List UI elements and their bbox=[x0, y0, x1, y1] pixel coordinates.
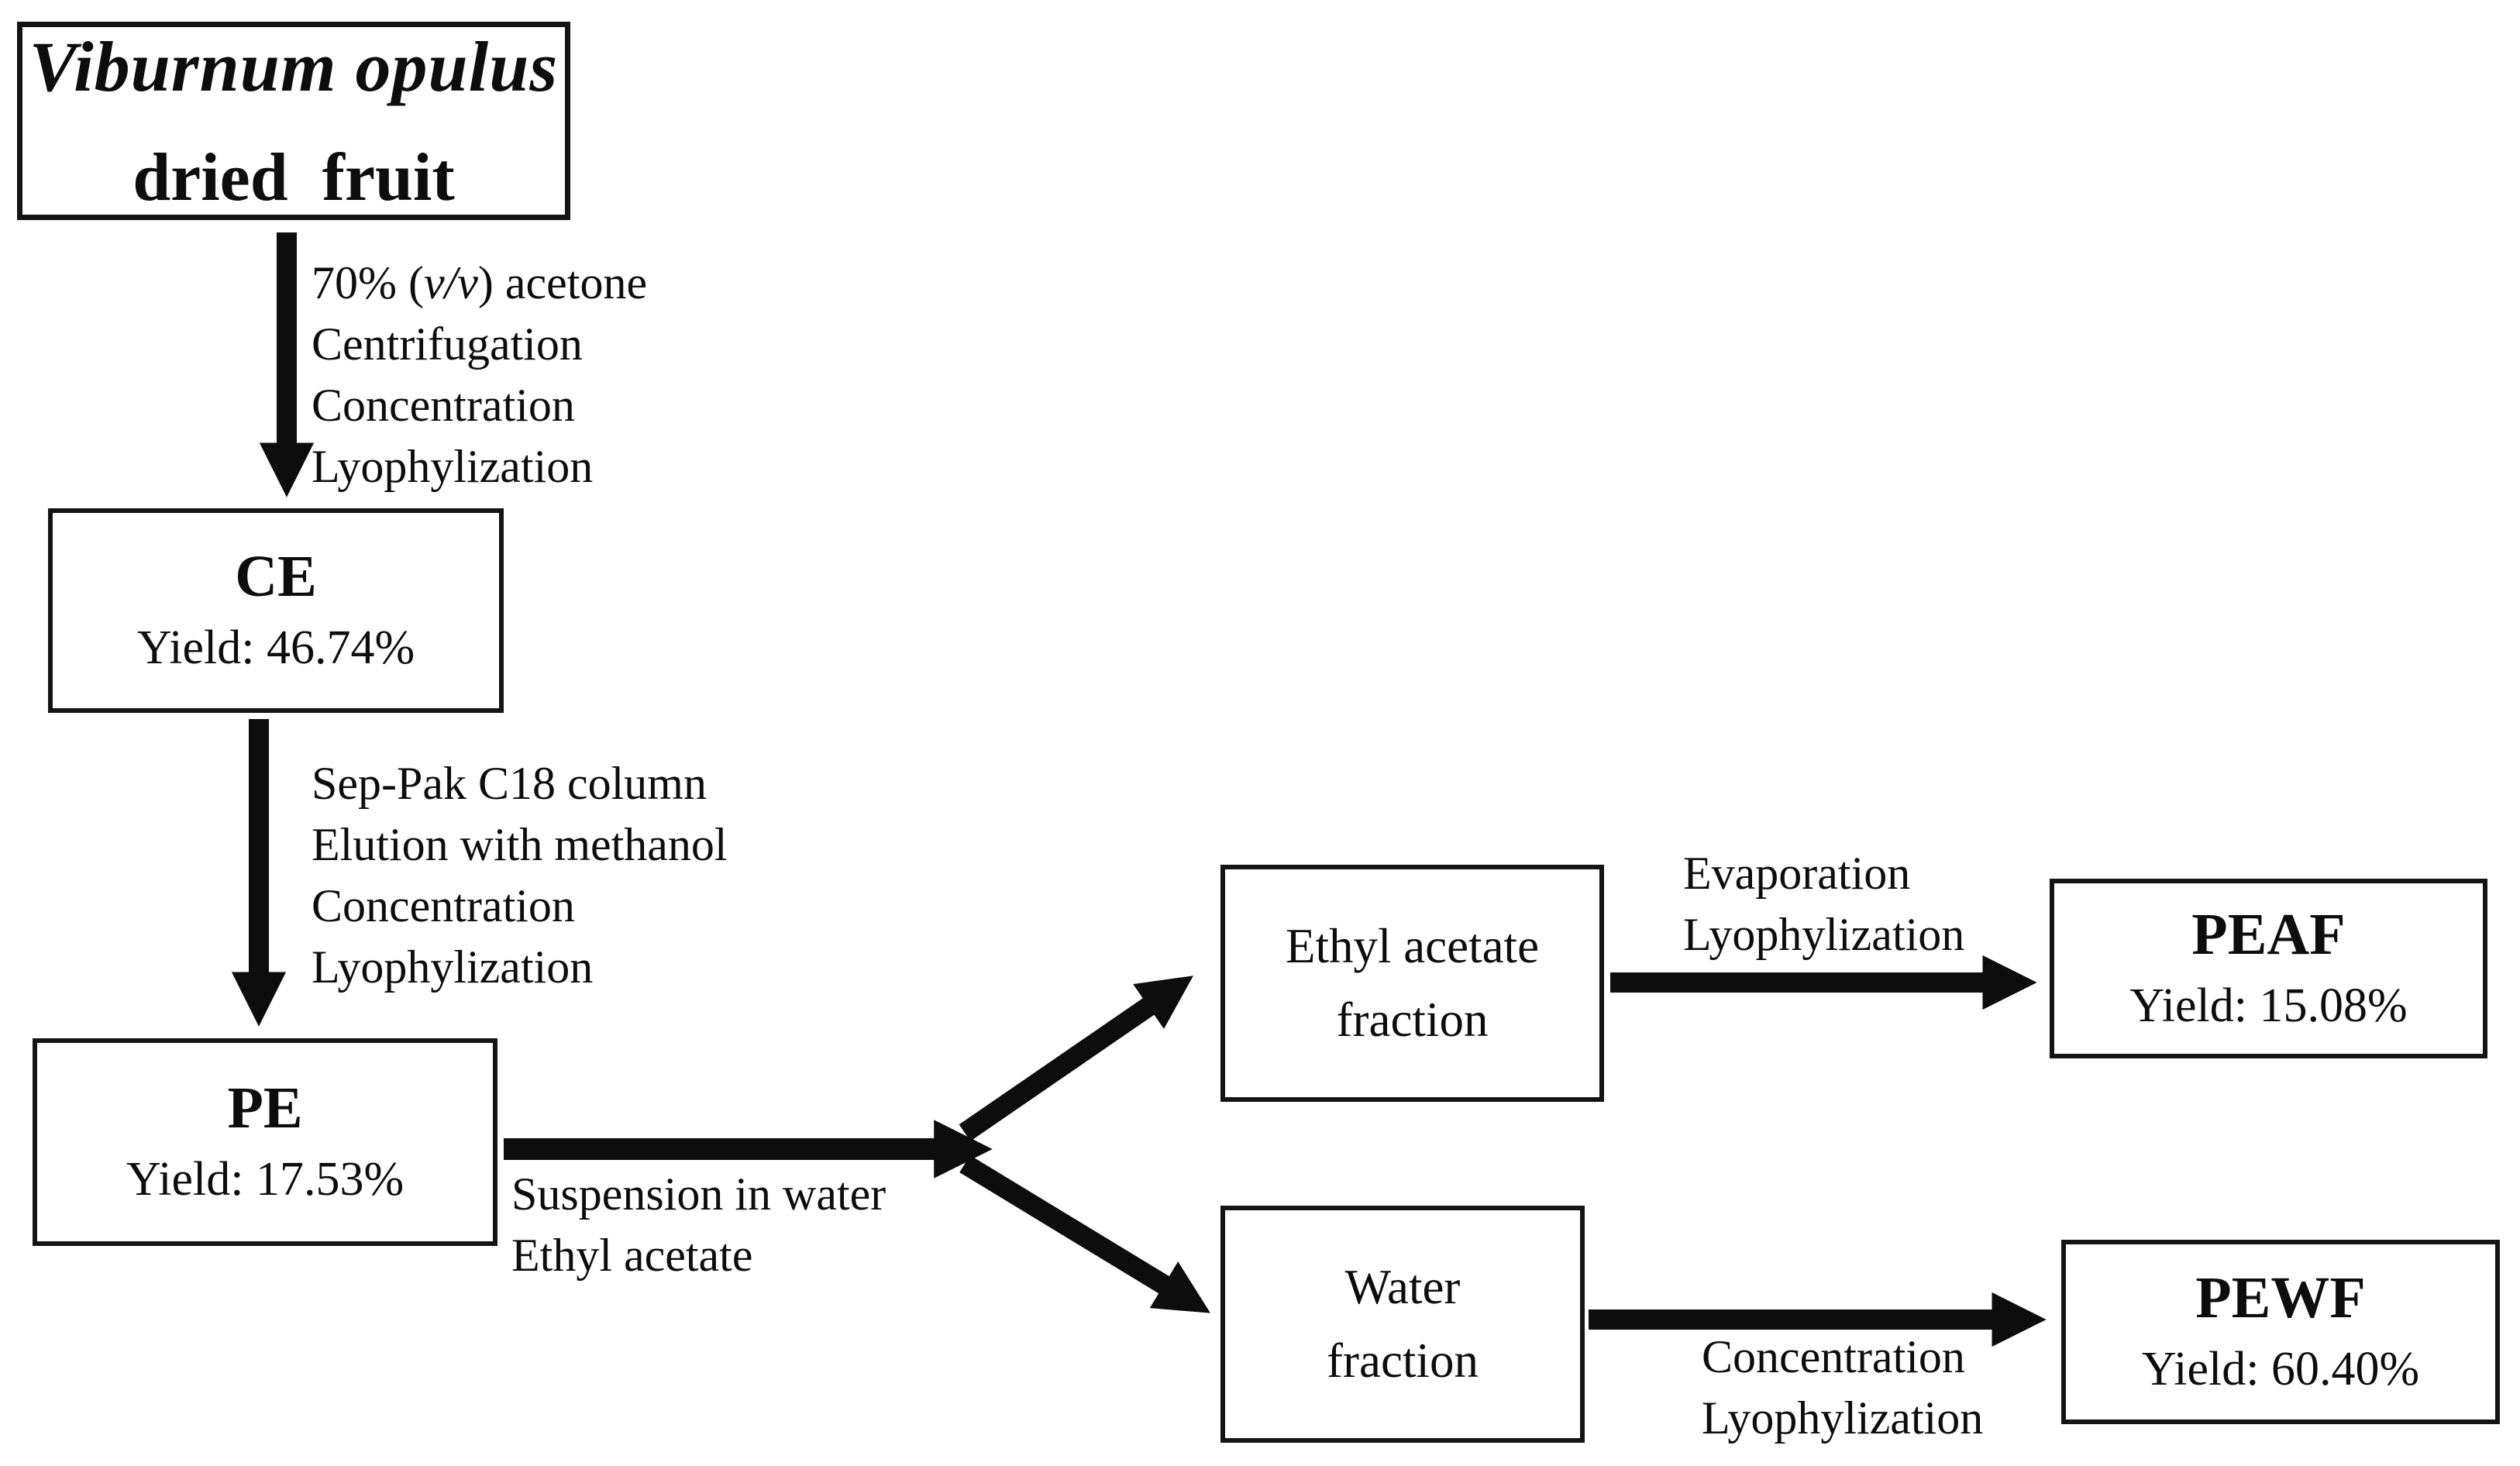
source-box: Viburnum opulus dried fruit bbox=[17, 22, 570, 220]
step-ethyl-acetate: Ethyl acetate bbox=[511, 1230, 753, 1281]
step-lyophylization-3: Lyophylization bbox=[1683, 909, 1965, 960]
source-material-label: dried fruit bbox=[133, 139, 455, 215]
step-evaporation: Evaporation bbox=[1683, 848, 1911, 899]
ce-title: CE bbox=[235, 544, 317, 609]
pe-yield: Yield: 17.53% bbox=[126, 1153, 405, 1206]
step-lyophylization-4: Lyophylization bbox=[1702, 1392, 1984, 1444]
ce-box: CE Yield: 46.74% bbox=[48, 508, 504, 713]
arrow-fork-up bbox=[959, 976, 1193, 1141]
step-elution-methanol: Elution with methanol bbox=[312, 819, 728, 870]
wf-line1: Water bbox=[1344, 1260, 1461, 1314]
peaf-title: PEAF bbox=[2191, 902, 2346, 967]
step-concentration-2: Concentration bbox=[312, 880, 575, 931]
step-suspension-water: Suspension in water bbox=[511, 1168, 886, 1220]
evaporation-step-labels: Evaporation Lyophylization bbox=[1683, 843, 1964, 965]
source-species-name: Viburnum opulus bbox=[29, 26, 559, 106]
pe-title: PE bbox=[227, 1075, 303, 1141]
pewf-yield: Yield: 60.40% bbox=[2141, 1343, 2420, 1395]
step-seppak-column: Sep-Pak C18 column bbox=[312, 758, 707, 809]
ethyl-acetate-fraction-box: Ethyl acetate fraction bbox=[1220, 865, 1604, 1102]
pewf-box: PEWF Yield: 60.40% bbox=[2061, 1240, 2500, 1424]
seppak-step-labels: Sep-Pak C18 column Elution with methanol… bbox=[312, 753, 728, 998]
eaf-line1: Ethyl acetate bbox=[1285, 919, 1540, 973]
step-lyophylization-1: Lyophylization bbox=[312, 441, 594, 492]
arrow-fork-down bbox=[959, 1155, 1210, 1313]
peaf-box: PEAF Yield: 15.08% bbox=[2050, 879, 2487, 1058]
step-centrifugation: Centrifugation bbox=[312, 318, 583, 370]
pe-box: PE Yield: 17.53% bbox=[33, 1038, 497, 1246]
step-concentration-3: Concentration bbox=[1702, 1331, 1965, 1382]
step-concentration-1: Concentration bbox=[312, 380, 575, 431]
concentration-step-labels: Concentration Lyophylization bbox=[1702, 1327, 1983, 1449]
acetone-step-labels: 70% (v/v) acetone Centrifugation Concent… bbox=[312, 253, 647, 497]
water-fraction-box: Water fraction bbox=[1220, 1206, 1585, 1443]
step-acetone: 70% (v/v) acetone bbox=[312, 257, 648, 308]
step-lyophylization-2: Lyophylization bbox=[312, 941, 594, 993]
vv-italic: v/v bbox=[423, 257, 478, 308]
ce-yield: Yield: 46.74% bbox=[136, 621, 415, 674]
pewf-title: PEWF bbox=[2195, 1265, 2366, 1330]
eaf-line2: fraction bbox=[1336, 993, 1489, 1047]
peaf-yield: Yield: 15.08% bbox=[2129, 979, 2408, 1032]
wf-line2: fraction bbox=[1327, 1334, 1479, 1388]
partition-step-labels: Suspension in water Ethyl acetate bbox=[511, 1164, 886, 1286]
